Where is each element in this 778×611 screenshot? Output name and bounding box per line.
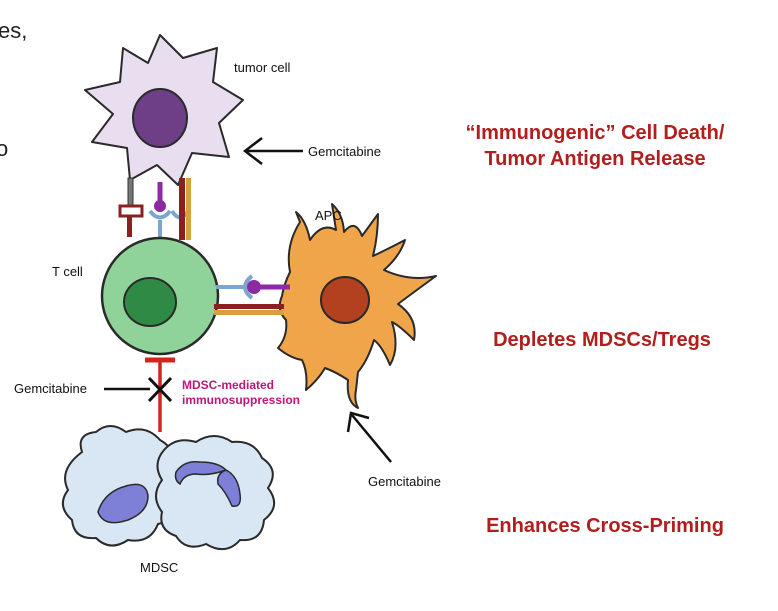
edge-text-top: es, bbox=[0, 18, 28, 43]
gemcitabine-label-apc: Gemcitabine bbox=[368, 474, 441, 489]
gemcitabine-label-block: Gemcitabine bbox=[14, 381, 87, 396]
mdsc-mediated-line1: MDSC-mediated bbox=[182, 378, 275, 392]
tumor-tcell-receptors bbox=[118, 177, 191, 240]
mdsc-mediated-line2: immunosuppression bbox=[182, 393, 301, 407]
mdsc-nucleus-right-a bbox=[174, 460, 228, 486]
mdsc-immunosuppression-label: MDSC-mediated immunosuppression bbox=[182, 378, 300, 408]
edge-text-middle: o bbox=[0, 136, 9, 161]
depletes-heading: Depletes MDSCs/Tregs bbox=[493, 329, 711, 351]
t-cell-label: T cell bbox=[52, 264, 83, 279]
arrow-to-apc-icon bbox=[346, 411, 392, 463]
icd-heading: “Immunogenic” Cell Death/ Tumor Antigen … bbox=[445, 120, 745, 172]
arrow-to-tumor-icon bbox=[242, 137, 303, 165]
apc-nucleus bbox=[320, 276, 370, 324]
mdsc-label: MDSC bbox=[140, 560, 179, 575]
block-x-mark bbox=[147, 376, 173, 403]
apc-label: APC bbox=[315, 208, 342, 223]
gemcitabine-label-tumor: Gemcitabine bbox=[308, 144, 381, 159]
tcell-apc-receptors bbox=[214, 274, 290, 315]
mdsc-nucleus-right-b bbox=[216, 469, 242, 507]
cross-priming-heading: Enhances Cross-Priming bbox=[486, 515, 724, 537]
icd-line1: “Immunogenic” Cell Death/ bbox=[465, 122, 725, 144]
mdsc-cell-right bbox=[155, 435, 275, 551]
mdsc-nucleus-left bbox=[97, 483, 149, 524]
icd-line2: Tumor Antigen Release bbox=[484, 148, 706, 170]
tumor-cell-label: tumor cell bbox=[234, 60, 291, 75]
t-cell-nucleus bbox=[123, 277, 177, 327]
mdsc-inhibition-line bbox=[145, 357, 175, 432]
tumor-cell-nucleus bbox=[132, 88, 188, 148]
